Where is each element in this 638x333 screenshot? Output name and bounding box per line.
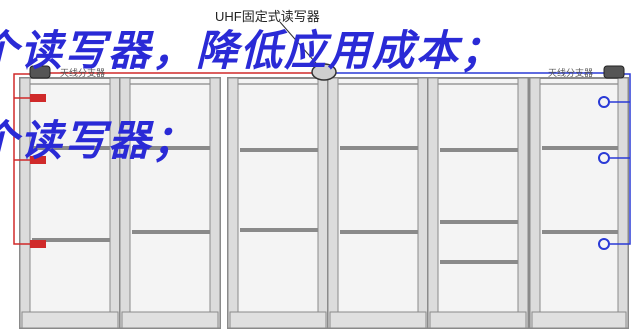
uhf-reader-icon: [311, 63, 337, 81]
antenna-2-icon: [30, 156, 46, 164]
cabinet-6: [529, 77, 629, 329]
left-antenna-wiring: [13, 73, 46, 248]
splitter-left-icon: [29, 65, 51, 79]
antenna-5-icon: [598, 152, 610, 164]
antenna-4-icon: [598, 96, 610, 108]
cabinet-5: [427, 77, 529, 329]
antenna-3-icon: [30, 240, 46, 248]
overlay-text-line-2: 个读写器；: [0, 116, 197, 165]
cabinet-row: [19, 77, 629, 329]
cabinet-4: [327, 77, 429, 329]
antenna-6-icon: [598, 238, 610, 250]
splitter-left-label: 天线分支器: [60, 69, 106, 79]
cabinet-2: [119, 77, 221, 329]
overlay-text-line-1: 个读写器，降低应用成本；: [0, 26, 505, 75]
antenna-1-icon: [30, 94, 46, 102]
cabinet-3: [227, 77, 329, 329]
splitter-right-icon: [603, 65, 625, 79]
reader-label: UHF固定式读写器: [215, 9, 320, 24]
splitter-right-label: 天线分支器: [548, 69, 594, 79]
reader-leader-line: [279, 21, 323, 71]
